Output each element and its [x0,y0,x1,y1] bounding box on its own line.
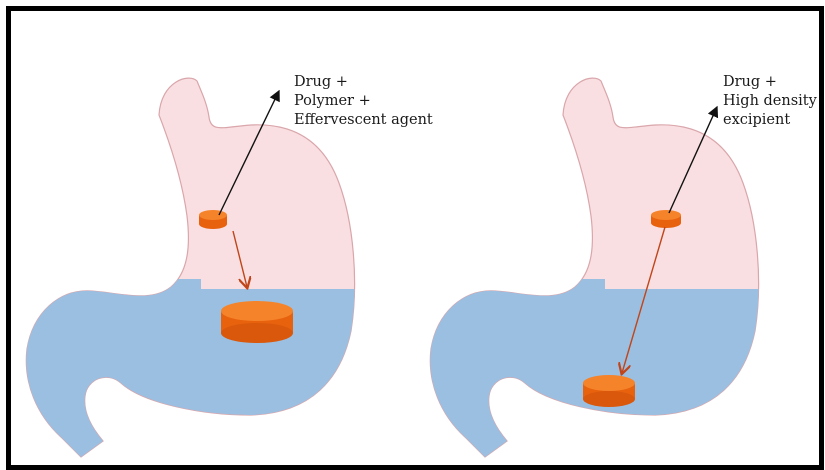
panel-high-density-system: Drug + High density excipient [415,11,819,465]
tablet-swollen-floating-left [221,301,293,343]
label-line: excipient [723,111,817,130]
tablet-small-right [651,210,681,228]
composition-label-left: Drug + Polymer + Effervescent agent [294,73,433,130]
label-line: Polymer + [294,92,433,111]
gastric-fluid-left [11,279,415,465]
panel-floating-system: Drug + Polymer + Effervescent agent [11,11,415,465]
tablet-small-left [199,210,227,229]
tablet-sunk-right [583,375,635,407]
label-line: Drug + [294,73,433,92]
gastric-fluid-right [415,279,819,465]
composition-label-right: Drug + High density excipient [723,73,817,130]
label-line: High density [723,92,817,111]
label-line: Drug + [723,73,817,92]
label-line: Effervescent agent [294,111,433,130]
figure-frame: Drug + Polymer + Effervescent agent [6,6,824,470]
